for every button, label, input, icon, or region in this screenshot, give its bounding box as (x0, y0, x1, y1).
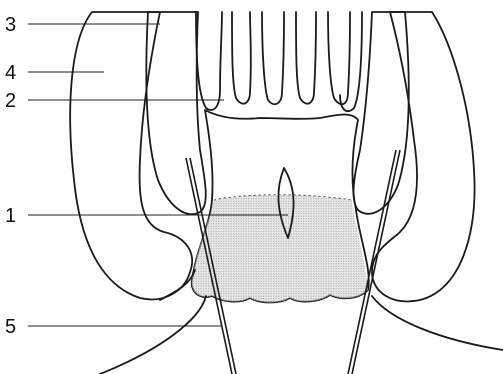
callout-2: 2 (5, 90, 16, 112)
right-external-sphincter (372, 12, 475, 301)
rectal-columns (196, 12, 362, 111)
callout-3: 3 (5, 14, 16, 36)
callout-4: 4 (5, 62, 16, 84)
callout-5: 5 (5, 316, 16, 338)
right-buttock-contour (372, 296, 503, 350)
left-buttock-contour (100, 296, 206, 374)
callout-1: 1 (5, 205, 16, 227)
left-external-sphincter (70, 12, 192, 299)
